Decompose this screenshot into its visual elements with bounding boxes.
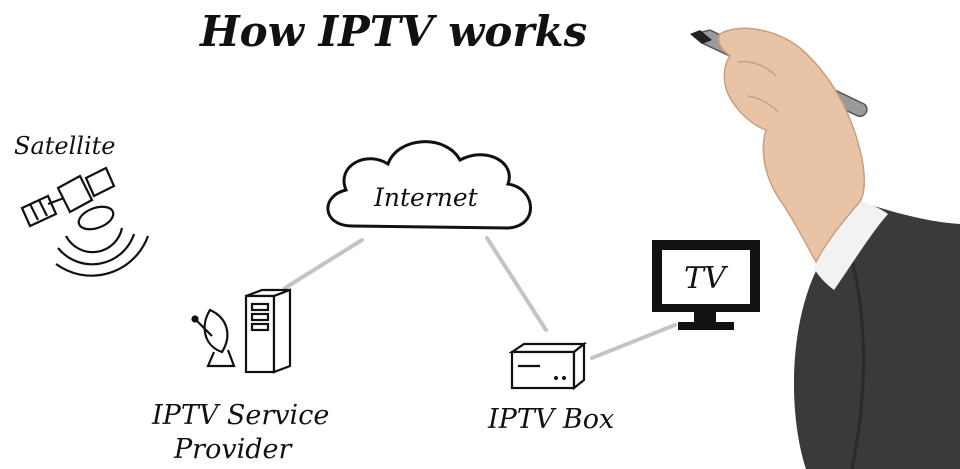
provider-label-line2: Provider [173, 434, 293, 465]
connectors [283, 236, 677, 360]
set-top-box-icon [508, 341, 588, 391]
box-node: IPTV Box [487, 341, 614, 435]
hand-with-marker-illustration [690, 27, 960, 469]
satellite-label: Satellite [14, 132, 115, 160]
provider-node: IPTV Service Provider [151, 288, 329, 465]
box-label: IPTV Box [487, 404, 614, 435]
cloud-icon [326, 140, 532, 230]
hand [718, 27, 865, 264]
connector-box-tv [590, 323, 677, 360]
television-icon [652, 240, 760, 330]
internet-label: Internet [373, 183, 479, 212]
satellite-node: Satellite [14, 132, 150, 277]
tv-node: TV [652, 240, 760, 330]
server-with-dish-icon [191, 288, 292, 374]
satellite-icon [20, 166, 150, 277]
connector-internet-box [485, 236, 548, 332]
connector-internet-provider [283, 238, 364, 290]
diagram-title: How IPTV works [199, 7, 587, 56]
internet-node: Internet [326, 140, 532, 230]
provider-label-line1: IPTV Service [151, 400, 329, 431]
tv-label: TV [684, 261, 729, 296]
